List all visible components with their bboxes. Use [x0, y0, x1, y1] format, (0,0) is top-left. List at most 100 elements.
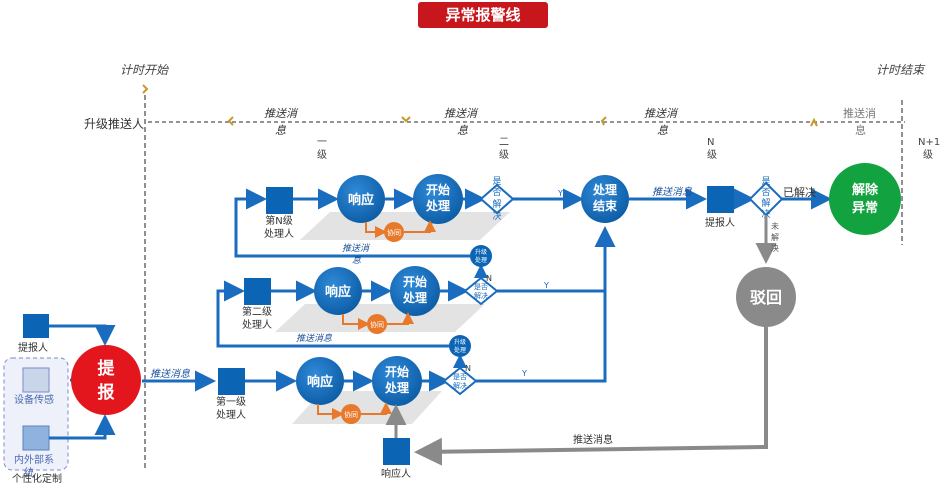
platform-shadow	[300, 212, 510, 240]
source-dashed-box	[3, 357, 69, 471]
svg-text:息: 息	[657, 124, 668, 137]
handler-n-icon	[266, 187, 293, 214]
svg-text:解: 解	[771, 232, 779, 242]
svg-text:处理人: 处理人	[216, 409, 246, 421]
device-label: 设备传感	[14, 393, 54, 406]
svg-text:升级: 升级	[475, 248, 487, 256]
svg-text:息: 息	[275, 124, 286, 137]
svg-text:推送消: 推送消	[444, 107, 479, 120]
row-level-2: 第二级 处理人 响应 开始 处理 协同 是否 解决 N 升级 处理 推送消 息 …	[234, 188, 605, 334]
svg-text:开始: 开始	[426, 182, 450, 197]
svg-text:Y: Y	[557, 189, 563, 198]
svg-text:Y: Y	[543, 281, 549, 290]
svg-text:提: 提	[98, 359, 116, 379]
upgrade-node	[449, 335, 471, 357]
chevron-up-icon	[810, 117, 818, 127]
svg-text:结束: 结束	[593, 198, 618, 213]
start-tick-icon	[142, 84, 149, 94]
level-2-num: 二	[499, 137, 509, 148]
timer-end-label: 计时结束	[876, 63, 926, 77]
respond-node	[314, 267, 362, 315]
chevron-left-icon	[227, 116, 234, 126]
level-n-num: N	[707, 137, 714, 148]
level-n-suffix: 级	[707, 149, 717, 161]
svg-text:决: 决	[492, 210, 501, 222]
svg-text:Y: Y	[521, 369, 527, 378]
svg-text:开始: 开始	[385, 364, 409, 379]
svg-text:协同: 协同	[344, 410, 358, 419]
svg-text:异常: 异常	[852, 200, 878, 216]
assist-node	[341, 404, 361, 424]
custom-label: 个性化定制	[12, 472, 62, 485]
row-level-n: 第N级 处理人 响应 开始 处理 协同 是 否 解 决 Y	[264, 174, 584, 242]
svg-text:推送消息: 推送消息	[296, 333, 332, 344]
process-finish-node	[581, 175, 629, 223]
svg-text:解除: 解除	[851, 182, 879, 198]
resolved-label: 已解决	[783, 185, 816, 199]
svg-text:响应: 响应	[348, 192, 374, 208]
svg-text:是: 是	[492, 176, 501, 187]
finish-push-label: 推送消息	[652, 186, 692, 198]
svg-text:N: N	[465, 364, 471, 373]
dept-label: 内外部系	[14, 453, 54, 466]
upgrade-node	[470, 245, 492, 267]
svg-text:决: 决	[771, 243, 779, 253]
svg-text:息: 息	[352, 255, 361, 266]
svg-text:报: 报	[98, 382, 115, 403]
svg-text:响应: 响应	[325, 284, 351, 300]
responder-icon	[383, 438, 410, 465]
svg-text:推送消: 推送消	[342, 243, 371, 254]
svg-text:处理人: 处理人	[242, 319, 272, 331]
svg-text:第二级: 第二级	[242, 305, 272, 318]
reject-node	[736, 267, 796, 327]
timer-start-label: 计时开始	[120, 63, 169, 77]
decision-diamond	[442, 366, 478, 396]
start-process-node	[372, 356, 422, 406]
svg-text:N: N	[486, 274, 492, 283]
svg-text:是: 是	[761, 176, 770, 187]
svg-text:推送消: 推送消	[264, 107, 299, 120]
timeline: 计时开始 计时结束 升级推送人 推送消 息 推送消 息 推送消 息 推送消 息 …	[84, 63, 940, 470]
svg-text:处理: 处理	[384, 380, 409, 395]
svg-text:解决: 解决	[474, 291, 488, 300]
svg-text:提报人: 提报人	[705, 216, 735, 229]
svg-text:是否: 是否	[474, 283, 488, 291]
final-reporter-icon	[707, 186, 734, 213]
level-1-suffix: 级	[317, 149, 327, 161]
reporter-label: 提报人	[18, 341, 48, 354]
level-2-suffix: 级	[499, 149, 509, 161]
timeline-push-3: 推送消 息	[644, 107, 679, 137]
svg-text:否: 否	[761, 187, 770, 198]
svg-text:息: 息	[855, 123, 866, 137]
start-process-node	[413, 174, 463, 224]
level-n1-suffix: 级	[923, 149, 933, 161]
svg-text:响应人: 响应人	[381, 467, 411, 480]
chevron-left-icon	[600, 116, 607, 126]
svg-text:息: 息	[457, 124, 468, 137]
clear-alarm-node	[829, 163, 901, 235]
decision-diamond	[479, 183, 515, 215]
svg-text:升级: 升级	[454, 338, 466, 346]
svg-text:处理人: 处理人	[264, 228, 294, 240]
timeline-push-4: 推送消 息	[843, 106, 876, 137]
svg-text:处理: 处理	[475, 256, 487, 264]
handler-1-icon	[218, 368, 245, 395]
svg-text:协同: 协同	[387, 228, 401, 237]
report-node	[71, 345, 141, 415]
svg-text:协同: 协同	[370, 320, 384, 329]
svg-text:第N级: 第N级	[265, 214, 292, 227]
reporter-icon	[23, 314, 49, 338]
svg-text:开始: 开始	[403, 274, 427, 289]
svg-text:第一级: 第一级	[216, 395, 246, 408]
svg-text:处理: 处理	[402, 290, 427, 305]
level-n1-num: N+1	[918, 137, 940, 148]
timeline-push-2: 推送消 息	[444, 107, 479, 137]
svg-text:处理: 处理	[454, 346, 466, 354]
handler-2-icon	[244, 278, 271, 305]
return-push-label: 推送消息	[573, 433, 613, 446]
respond-node	[337, 175, 385, 223]
svg-text:决: 决	[761, 208, 770, 220]
level-1-num: 一	[317, 137, 327, 148]
decision-diamond	[463, 276, 499, 306]
